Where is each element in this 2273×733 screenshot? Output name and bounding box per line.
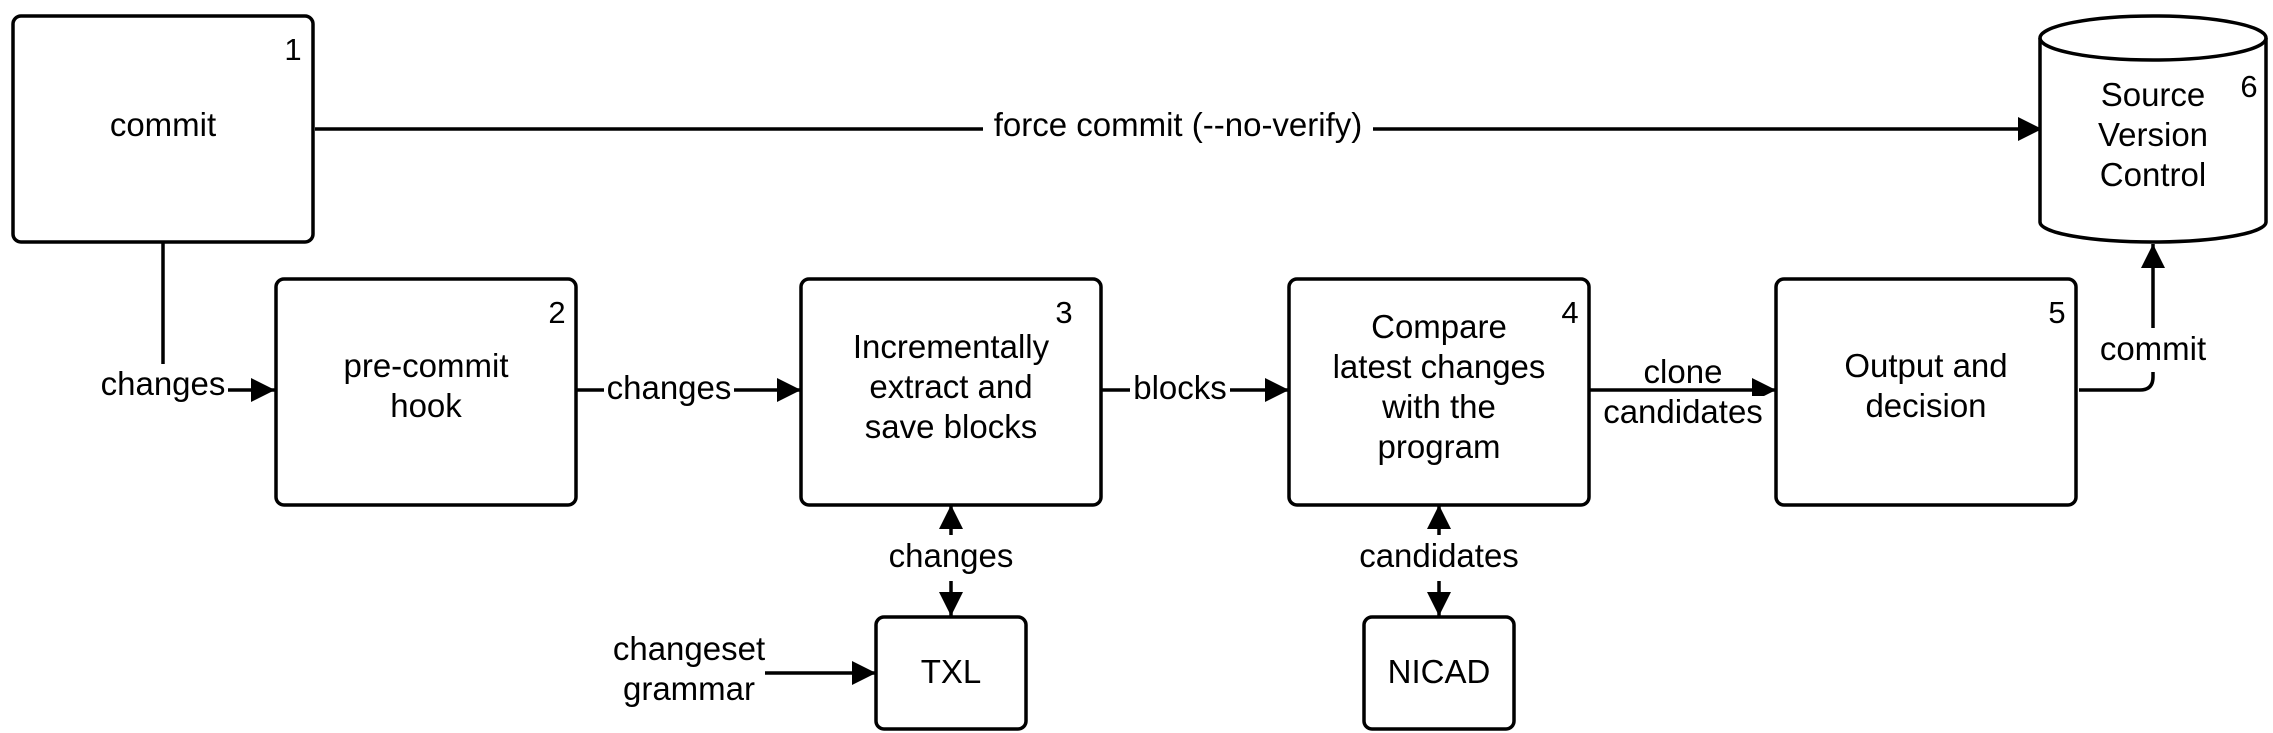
node-output-number: 5 xyxy=(2048,295,2065,330)
node-svc-label-line2: Version xyxy=(2098,116,2208,153)
node-svc-database-icon xyxy=(2038,14,2268,244)
edge-clone-candidates-label-line2: candidates xyxy=(1603,393,1763,430)
node-nicad xyxy=(1362,615,1516,731)
node-extract-label-line1: Incrementally xyxy=(853,328,1050,365)
node-compare-number: 4 xyxy=(1561,295,1578,330)
node-pre-commit-hook xyxy=(274,277,578,507)
edge-output-to-svc xyxy=(2079,244,2165,392)
edge-changes-2-label-bg xyxy=(604,368,734,412)
edge-candidates-nicad-label: candidates xyxy=(1359,537,1519,574)
edge-clone-candidates-label-bg xyxy=(1598,396,1768,432)
node-compare-label-line2: latest changes xyxy=(1333,348,1546,385)
node-pre-commit-hook-label-line2: hook xyxy=(390,387,462,424)
edge-blocks-label-bg xyxy=(1130,368,1230,412)
edge-force-commit-label-bg xyxy=(983,104,1373,150)
node-nicad-label: NICAD xyxy=(1388,653,1491,690)
node-txl xyxy=(874,615,1028,731)
node-extract-label-line3: save blocks xyxy=(865,408,1037,445)
node-extract-number: 3 xyxy=(1055,295,1072,330)
edge-blocks-label: blocks xyxy=(1133,369,1227,406)
node-output-label-line2: decision xyxy=(1865,387,1986,424)
edge-force-commit-label: force commit (--no-verify) xyxy=(994,106,1363,143)
node-pre-commit-hook-number: 2 xyxy=(548,295,565,330)
node-commit xyxy=(11,14,315,244)
node-output-label-line1: Output and xyxy=(1844,347,2007,384)
node-commit-label: commit xyxy=(110,106,216,143)
edge-commit-5-6-label: commit xyxy=(2100,330,2206,367)
changeset-grammar-label-line2: grammar xyxy=(623,670,755,707)
node-compare-label-line1: Compare xyxy=(1371,308,1507,345)
edge-candidates-nicad-label-bg xyxy=(1353,535,1525,581)
node-compare-label-line3: with the xyxy=(1381,388,1496,425)
node-commit-number: 1 xyxy=(284,32,301,67)
node-extract xyxy=(799,277,1103,507)
edge-changes-1-label: changes xyxy=(101,365,226,402)
edge-changes-1-label-bg xyxy=(98,364,228,408)
node-compare-label-line4: program xyxy=(1378,428,1501,465)
edge-commit-5-6-label-bg xyxy=(2093,328,2213,372)
node-svc-number: 6 xyxy=(2240,69,2257,104)
changeset-grammar-label-line1: changeset xyxy=(613,630,765,667)
edge-changes-2-label: changes xyxy=(607,369,732,406)
node-output xyxy=(1774,277,2078,507)
edge-changes-txl-label: changes xyxy=(889,537,1014,574)
node-svc-label-line3: Control xyxy=(2100,156,2206,193)
node-svc-label-line1: Source xyxy=(2101,76,2206,113)
edge-changes-txl-label-bg xyxy=(882,535,1020,581)
edge-clone-candidates-label-line1: clone xyxy=(1644,353,1723,390)
node-extract-label-line2: extract and xyxy=(869,368,1032,405)
node-pre-commit-hook-label-line1: pre-commit xyxy=(343,347,508,384)
node-txl-label: TXL xyxy=(921,653,982,690)
node-compare xyxy=(1287,277,1591,507)
